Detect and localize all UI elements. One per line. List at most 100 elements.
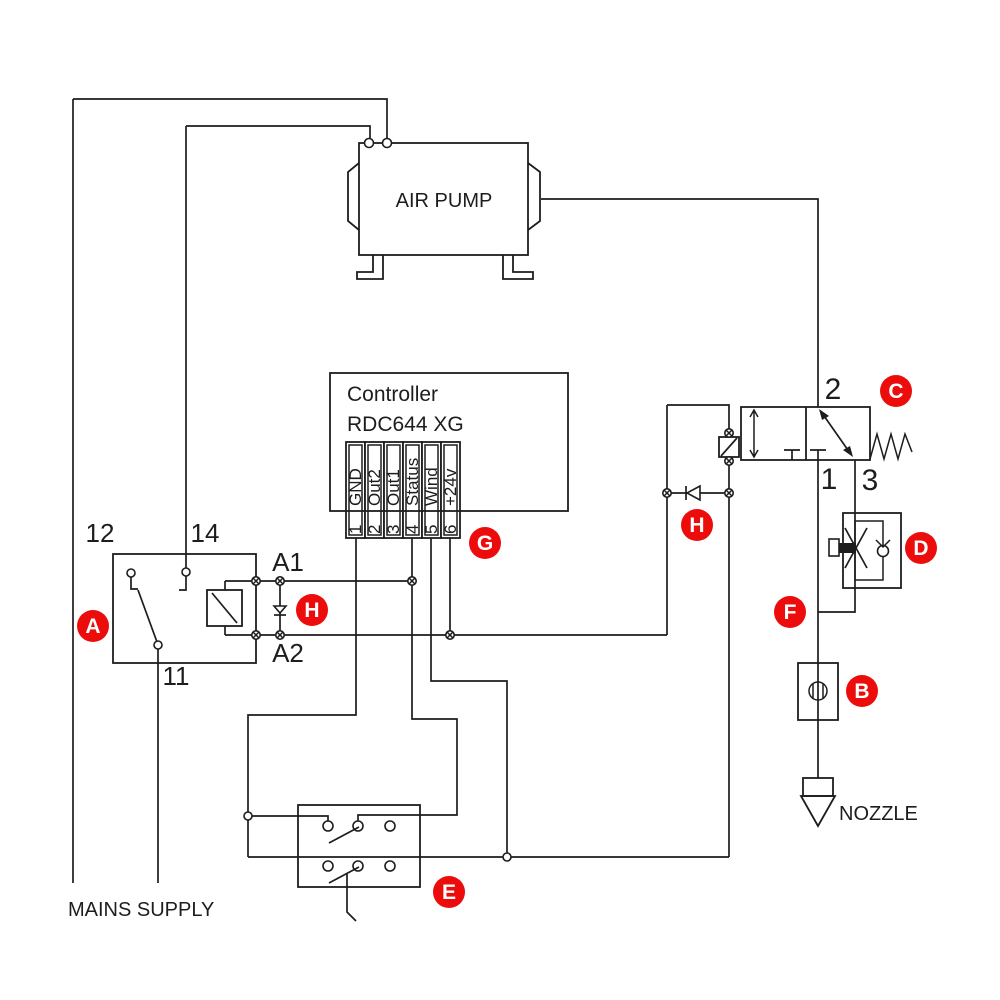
terminal-slot xyxy=(440,441,461,539)
junctions xyxy=(243,427,735,862)
callout-circle xyxy=(681,509,713,541)
terminal-name: Status xyxy=(403,458,422,506)
mains-pump-wires xyxy=(72,98,819,883)
pump-left-foot xyxy=(356,255,384,280)
pump-body xyxy=(358,142,529,256)
callout-circle xyxy=(469,527,501,559)
terminal-slot-inner xyxy=(405,444,420,536)
callouts: A B C D E F G H xyxy=(77,375,937,908)
junction-crossed xyxy=(406,575,418,587)
terminal-slot-inner xyxy=(367,444,382,536)
valve-port-2-label: 2 xyxy=(825,373,842,406)
terminal-num: 1 xyxy=(346,525,365,534)
callout-regulator: B xyxy=(846,675,878,707)
diode-triangle-icon xyxy=(685,484,701,502)
switch-contact xyxy=(384,820,396,832)
junction-crossed xyxy=(251,629,262,641)
pump-terminal xyxy=(363,137,375,149)
callout-circle xyxy=(774,596,806,628)
callout-relay-diode: H xyxy=(296,594,328,626)
callout-circle xyxy=(846,675,878,707)
relay-contact-seats xyxy=(130,576,187,591)
terminal-num: 3 xyxy=(384,525,403,534)
relay-coil xyxy=(206,589,243,627)
relay-label-11: 11 xyxy=(163,661,190,691)
callout-switch: E xyxy=(433,876,465,908)
junction-dot xyxy=(243,811,253,821)
callout-flow-control: D xyxy=(905,532,937,564)
regulator-dial-icon xyxy=(808,681,828,701)
callout-letter: E xyxy=(442,881,456,904)
valve-port-1-label: 1 xyxy=(821,463,838,496)
relay: 12 14 11 A1 A2 xyxy=(86,518,304,691)
switch-contact xyxy=(384,860,396,872)
switch-contact xyxy=(322,820,334,832)
junction-dot xyxy=(502,852,512,862)
air-lines xyxy=(784,449,856,778)
relay-label-a1: A1 xyxy=(272,547,304,577)
relay-contact-14 xyxy=(181,567,191,577)
coil-and-solenoid-wires xyxy=(224,404,730,858)
controller-model: RDC644 XG xyxy=(347,413,464,436)
relay-flyback-diode xyxy=(272,605,288,616)
relay-contact-12 xyxy=(126,568,136,578)
switch-arms xyxy=(328,826,360,884)
relay-coil-diagonal xyxy=(211,592,238,624)
terminal-num: 4 xyxy=(403,525,422,534)
junction-crossed xyxy=(723,487,735,499)
callout-letter: F xyxy=(784,601,797,624)
callout-circle xyxy=(77,610,109,642)
callout-letter: B xyxy=(854,680,869,703)
callout-circle xyxy=(296,594,328,626)
relay-label-12: 12 xyxy=(86,518,115,548)
flow-control-valve xyxy=(828,512,902,589)
pump-label: AIR PUMP xyxy=(396,190,493,212)
callout-relay: A xyxy=(77,610,109,642)
terminal-name: +24v xyxy=(441,468,460,506)
pump-right-cap xyxy=(527,162,541,231)
valve-exhaust-arrow-icon xyxy=(749,408,759,459)
terminal-num: 6 xyxy=(441,525,460,534)
valve-arrowhead-icon xyxy=(819,409,829,420)
terminal-name: GND xyxy=(346,468,365,506)
callout-letter: H xyxy=(304,599,319,622)
controller-box xyxy=(329,372,569,512)
regulator-body xyxy=(797,662,839,721)
relay-label-a2: A2 xyxy=(272,638,304,668)
controller: Controller RDC644 XG 1 GND 2 Out2 3 Out1… xyxy=(329,372,569,539)
adjuster-stem xyxy=(839,543,856,553)
callout-valve: C xyxy=(880,375,912,407)
callout-circle xyxy=(433,876,465,908)
mains-supply-label: MAINS SUPPLY xyxy=(68,899,214,921)
air-pump: AIR PUMP xyxy=(347,137,541,280)
switch-box xyxy=(297,804,421,888)
junction-crossed xyxy=(251,575,262,587)
terminal-labels: 1 GND 2 Out2 3 Out1 4 Status 5 Wind 6 +2… xyxy=(346,458,460,534)
callout-circle xyxy=(880,375,912,407)
callout-circle xyxy=(905,532,937,564)
diode-triangle-icon xyxy=(272,605,288,615)
switch-lever xyxy=(346,873,357,922)
junction-crossed xyxy=(444,629,456,641)
switch xyxy=(297,804,421,922)
nozzle-tip-icon xyxy=(799,795,837,828)
terminal-slot-inner xyxy=(386,444,401,536)
junction-crossed xyxy=(661,487,673,499)
junction-crossed xyxy=(723,427,735,439)
valve-flyback-diode xyxy=(685,484,701,502)
pump-terminal xyxy=(381,137,393,149)
controller-wires xyxy=(247,538,508,857)
air-regulator xyxy=(797,662,839,721)
callout-letter: D xyxy=(913,537,928,560)
pump-right-foot xyxy=(502,255,534,280)
callout-letter: G xyxy=(477,532,493,555)
callout-letter: H xyxy=(689,514,704,537)
terminal-slot-inner xyxy=(443,444,458,536)
callout-letter: C xyxy=(888,380,903,403)
terminal-num: 5 xyxy=(422,525,441,534)
wiring xyxy=(72,98,856,883)
regulator-dial-hatch xyxy=(812,684,824,699)
relay-label-14: 14 xyxy=(191,518,220,548)
